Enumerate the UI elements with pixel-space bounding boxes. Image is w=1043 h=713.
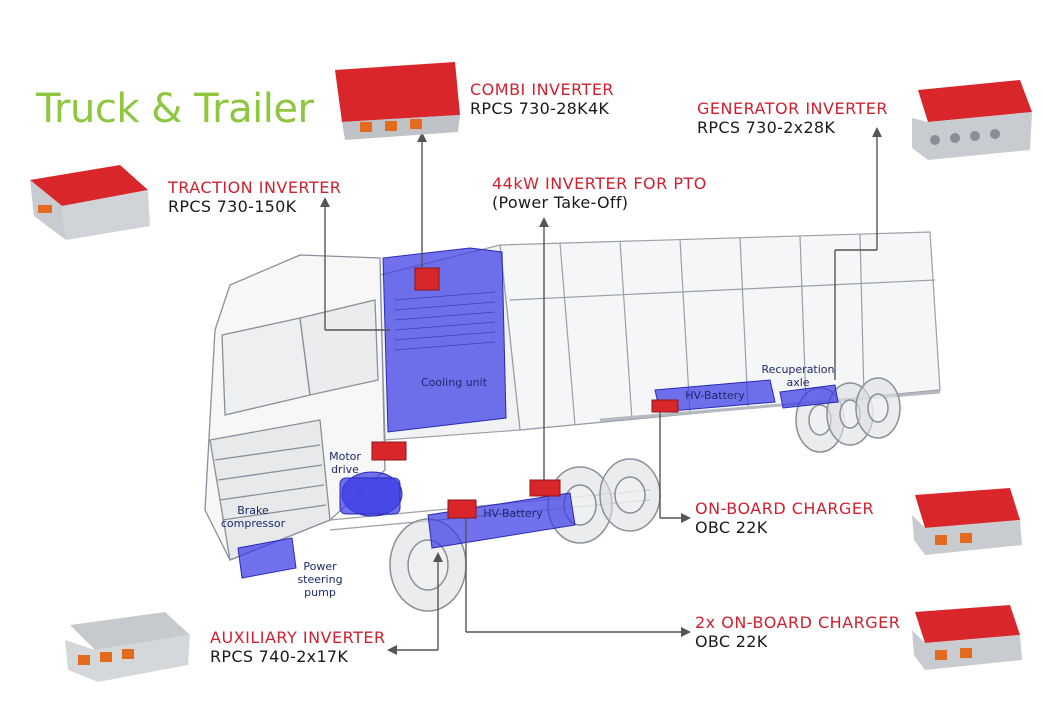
auxiliary-inverter-label: AUXILIARY INVERTER RPCS 740-2x17K bbox=[210, 628, 386, 666]
power-steering-pump-label: Power steering pump bbox=[297, 560, 343, 599]
obc2-name: 2x ON-BOARD CHARGER bbox=[695, 613, 901, 632]
recuperation-axle-shape bbox=[779, 384, 839, 409]
obc-label: ON-BOARD CHARGER OBC 22K bbox=[695, 499, 874, 537]
generator-inverter-model: RPCS 730-2x28K bbox=[697, 118, 836, 137]
recuperation-axle-label: Recuperation axle bbox=[761, 363, 835, 389]
obc-model: OBC 22K bbox=[695, 518, 768, 537]
brake-compressor-shape bbox=[339, 477, 401, 515]
generator-inverter-name: GENERATOR INVERTER bbox=[697, 99, 889, 118]
hv-battery-truck-label: HV-Battery bbox=[483, 507, 543, 520]
cooling-unit-shape bbox=[382, 247, 507, 433]
page-title: Truck & Trailer bbox=[36, 86, 314, 132]
combi-inverter-name: COMBI INVERTER bbox=[470, 80, 615, 99]
product-photo-combi bbox=[335, 62, 460, 140]
auxiliary-inverter-name: AUXILIARY INVERTER bbox=[210, 628, 386, 647]
product-photo-auxiliary bbox=[65, 612, 190, 682]
hv-battery-truck-shape bbox=[427, 492, 576, 549]
traction-inverter-name: TRACTION INVERTER bbox=[168, 178, 342, 197]
pto-inverter-label: 44kW INVERTER FOR PTO (Power Take-Off) bbox=[492, 174, 707, 212]
hv-battery-trailer-label: HV-Battery bbox=[685, 389, 745, 402]
pto-inverter-name: 44kW INVERTER FOR PTO bbox=[492, 174, 707, 193]
product-photo-traction bbox=[30, 165, 150, 240]
pto-inverter-model: (Power Take-Off) bbox=[492, 193, 629, 212]
obc-name: ON-BOARD CHARGER bbox=[695, 499, 875, 518]
product-photo-generator bbox=[912, 80, 1032, 160]
generator-inverter-label: GENERATOR INVERTER RPCS 730-2x28K bbox=[697, 99, 888, 137]
combi-inverter-label: COMBI INVERTER RPCS 730-28K4K bbox=[470, 80, 614, 118]
product-photo-obc bbox=[912, 488, 1022, 555]
cooling-unit-label: Cooling unit bbox=[420, 376, 488, 389]
brake-compressor-label: Brake compressor bbox=[220, 504, 286, 530]
combi-inverter-model: RPCS 730-28K4K bbox=[470, 99, 610, 118]
traction-inverter-model: RPCS 730-150K bbox=[168, 197, 297, 216]
obc2-label: 2x ON-BOARD CHARGER OBC 22K bbox=[695, 613, 900, 651]
power-steering-shape bbox=[237, 537, 297, 579]
motor-drive-label: Motor drive bbox=[329, 450, 361, 476]
product-photo-obc2 bbox=[912, 605, 1022, 670]
traction-inverter-label: TRACTION INVERTER RPCS 730-150K bbox=[168, 178, 341, 216]
auxiliary-inverter-model: RPCS 740-2x17K bbox=[210, 647, 349, 666]
obc2-model: OBC 22K bbox=[695, 632, 768, 651]
